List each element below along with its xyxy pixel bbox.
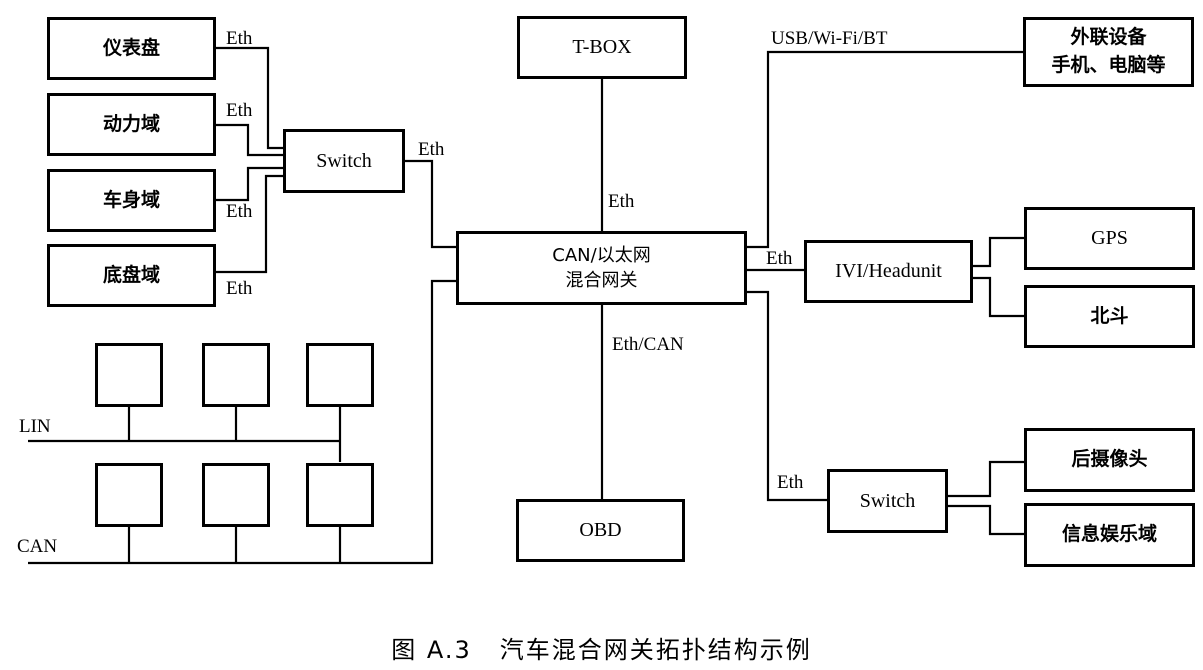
infotainment-box: 信息娱乐域 [1024,503,1195,567]
eth-label-switch-right: Eth [777,472,804,493]
tbox-box: T-BOX [517,16,687,79]
eth-label-powertrain: Eth [226,100,253,121]
figure-title: 汽车混合网关拓扑结构示例 [499,636,812,664]
left-switch-label: Switch [316,149,372,172]
lin-node-box [202,343,270,407]
line-switch-camera [946,460,1026,498]
can-bus [28,279,458,565]
dashboard-box: 仪表盘 [47,17,216,80]
chassis-label: 底盘域 [102,263,160,286]
line-ivi-gps [972,236,1026,268]
line-powertrain-switch [216,123,285,157]
lin-node-box [95,343,163,407]
beidou-label: 北斗 [1090,304,1129,327]
external-devices-box: 外联设备 手机、电脑等 [1023,17,1194,87]
left-switch-box: Switch [283,129,405,193]
line-ivi-beidou [972,276,1026,318]
can-bus-label: CAN [17,536,58,557]
beidou-box: 北斗 [1024,285,1195,348]
can-node-box [95,463,163,527]
eth-can-label-obd: Eth/CAN [612,334,684,355]
right-switch-box: Switch [827,469,948,533]
can-node-box [202,463,270,527]
usb-wifi-bt-label: USB/Wi-Fi/BT [771,28,888,49]
line-switch-infotainment [946,504,1026,536]
tbox-label: T-BOX [572,36,632,58]
body-domain-box: 车身域 [47,169,216,232]
external-label-line2: 手机、电脑等 [1051,54,1166,76]
can-node-box [306,463,374,527]
right-switch-label: Switch [859,489,916,512]
chassis-box: 底盘域 [47,244,216,307]
gateway-box: CAN/以太网 混合网关 [456,231,747,305]
eth-label-switch-gateway: Eth [418,139,445,160]
body-domain-label: 车身域 [102,188,160,211]
ivi-label: IVI/Headunit [835,260,942,282]
eth-label-ivi: Eth [766,248,793,269]
external-label-line1: 外联设备 [1070,26,1147,49]
eth-label-tbox: Eth [608,191,635,212]
rear-camera-box: 后摄像头 [1024,428,1195,492]
ivi-box: IVI/Headunit [804,240,973,303]
obd-label: OBD [579,519,622,541]
line-gateway-external [746,50,1025,249]
gps-box: GPS [1024,207,1195,270]
obd-box: OBD [516,499,685,562]
line-body-switch [216,166,285,202]
gateway-label-line2: 混合网关 [565,270,638,291]
lin-bus-label: LIN [19,416,51,437]
powertrain-box: 动力域 [47,93,216,156]
line-switch-gateway [404,159,458,249]
lin-node-box [306,343,374,407]
eth-label-body: Eth [226,201,253,222]
infotainment-label: 信息娱乐域 [1061,523,1157,546]
powertrain-label: 动力域 [102,112,160,135]
gateway-label-line1: CAN/以太网 [552,244,651,266]
eth-label-dashboard: Eth [226,28,253,49]
figure-number: 图 A.3 [391,636,472,664]
eth-label-chassis: Eth [226,278,253,299]
line-chassis-switch [216,174,285,274]
line-dashboard-switch [216,46,285,150]
figure-caption: 图 A.3 汽车混合网关拓扑结构示例 [0,630,1203,665]
rear-camera-label: 后摄像头 [1071,448,1148,471]
dashboard-label: 仪表盘 [102,36,160,59]
gps-label: GPS [1091,227,1128,249]
line-gateway-switch-right [746,290,829,502]
